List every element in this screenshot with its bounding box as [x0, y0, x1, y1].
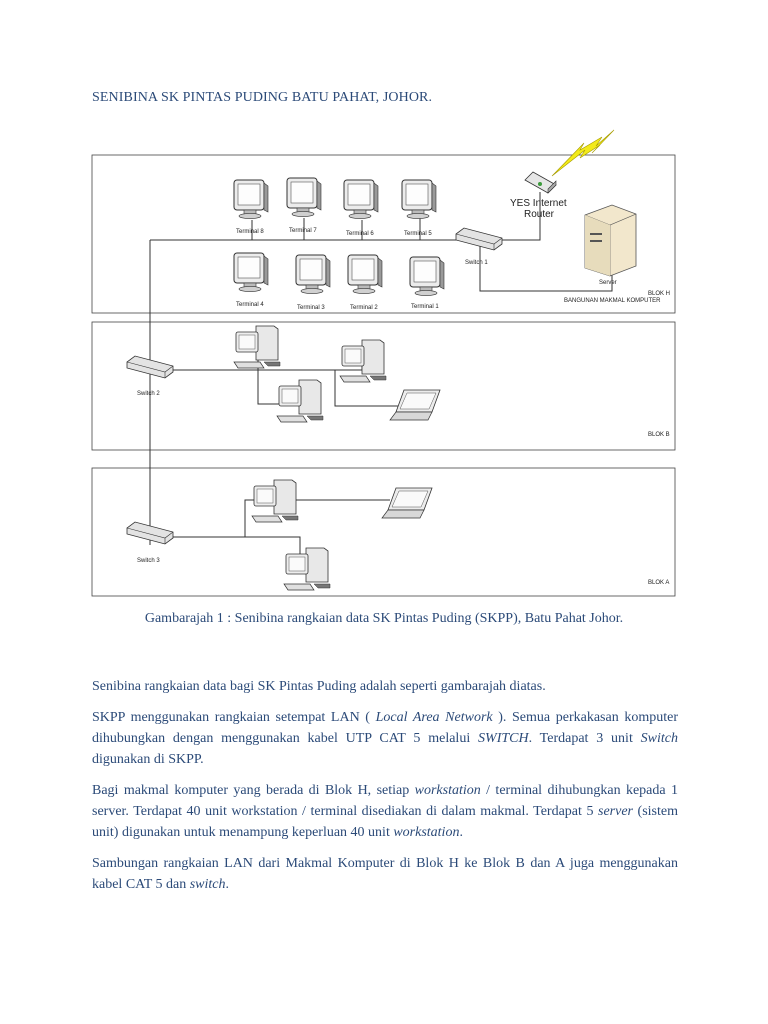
- lightning-icon: [551, 129, 615, 177]
- figure-caption: Gambarajah 1 : Senibina rangkaian data S…: [144, 611, 624, 626]
- block-h-sublabel: BANGUNAN MAKMAL KOMPUTER: [564, 298, 661, 304]
- terminal-7-icon: [286, 177, 322, 218]
- terminal-4-icon: [233, 252, 269, 293]
- terminal-7-label: Terminal 7: [289, 228, 317, 234]
- laptop-icon: [381, 487, 433, 519]
- terminal-1-icon: [409, 256, 445, 297]
- terminal-2-icon: [347, 254, 383, 295]
- terminal-4-label: Terminal 4: [236, 302, 264, 308]
- body-text: Senibina rangkaian data bagi SK Pintas P…: [92, 676, 678, 905]
- terminal-2-label: Terminal 2: [350, 305, 378, 311]
- switch-2-label: Switch 2: [137, 391, 160, 397]
- switch-1-label: Switch 1: [465, 260, 488, 266]
- router-label-1: YES Internet: [510, 198, 567, 209]
- page-title: SENIBINA SK PINTAS PUDING BATU PAHAT, JO…: [92, 90, 433, 105]
- terminal-6-label: Terminal 6: [346, 231, 374, 237]
- pc-icon: [339, 339, 387, 383]
- terminal-5-label: Terminal 5: [404, 231, 432, 237]
- router-icon: [524, 171, 557, 194]
- terminal-5-icon: [401, 179, 437, 220]
- terminal-1-label: Terminal 1: [411, 304, 439, 310]
- switch-1-icon: [455, 227, 503, 251]
- paragraph-2: SKPP menggunakan rangkaian setempat LAN …: [92, 710, 678, 767]
- server-icon: [584, 204, 637, 277]
- paragraph-4: Sambungan rangkaian LAN dari Makmal Komp…: [92, 856, 678, 892]
- laptop-icon: [389, 389, 441, 421]
- pc-icon: [233, 325, 281, 369]
- router-label-2: Router: [524, 209, 555, 220]
- terminal-3-icon: [295, 254, 331, 295]
- pc-icon: [283, 547, 331, 591]
- terminal-8-icon: [233, 179, 269, 220]
- terminal-6-icon: [343, 179, 379, 220]
- network-diagram: Terminal 8 Terminal 7 Terminal 6 Termina…: [91, 129, 676, 597]
- block-b-label: BLOK B: [648, 432, 670, 438]
- paragraph-1: Senibina rangkaian data bagi SK Pintas P…: [92, 679, 546, 694]
- pc-icon: [251, 479, 299, 523]
- paragraph-3: Bagi makmal komputer yang berada di Blok…: [92, 783, 678, 840]
- block-a-frame: [91, 467, 676, 597]
- switch-3-label: Switch 3: [137, 558, 160, 564]
- block-h-label: BLOK H: [648, 291, 670, 297]
- block-a-label: BLOK A: [648, 580, 669, 586]
- block-b-frame: [91, 321, 676, 451]
- terminal-3-label: Terminal 3: [297, 305, 325, 311]
- block-h-frame: [91, 154, 676, 314]
- pc-icon: [276, 379, 324, 423]
- server-label: Server: [599, 280, 617, 286]
- terminal-8-label: Terminal 8: [236, 229, 264, 235]
